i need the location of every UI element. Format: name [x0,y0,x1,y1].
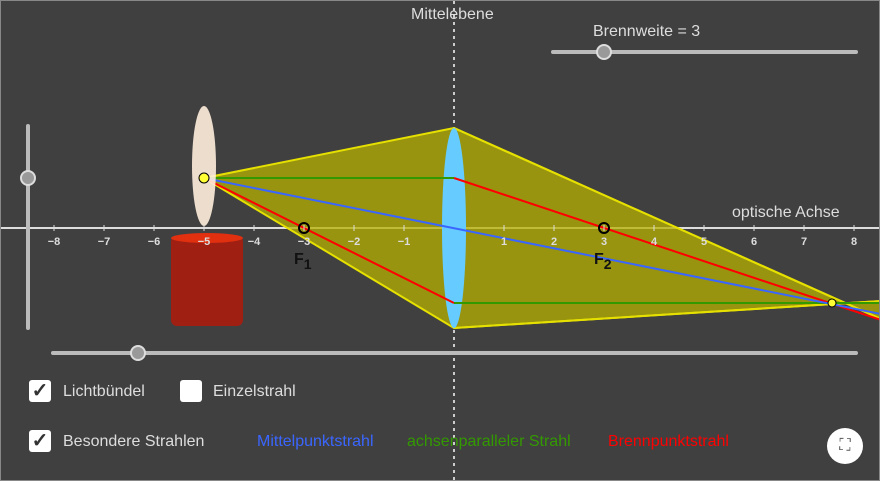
axis-tick-label: −3 [298,236,311,248]
fullscreen-icon: ⛶ [839,437,851,454]
axis-tick-label: 3 [601,236,607,248]
einzelstrahl-label[interactable]: Einzelstrahl [213,383,296,400]
object-height-handle[interactable] [20,170,36,186]
image-point [827,298,837,308]
bundle-edge [453,300,879,329]
f1-sub: 1 [303,256,312,272]
axis-tick-label: −4 [248,236,261,248]
axis-tick-label: −8 [48,236,61,248]
focal-point-f2[interactable] [598,222,610,234]
axis-tick-label: 5 [701,236,707,248]
axis-tick-label: −7 [98,236,111,248]
f2-sub: 2 [603,256,612,272]
f2-label: F2 [594,251,612,271]
axis-tick-label: −5 [198,236,211,248]
focal-point-f1[interactable] [298,222,310,234]
candle-top [171,233,243,243]
f2-text: F [594,251,604,268]
axis-tick-label: 6 [751,236,757,248]
focal-ray [203,177,455,304]
legend-mittelpunktstrahl: Mittelpunktstrahl [257,433,374,450]
optical-axis-label: optische Achse [732,204,840,221]
besondere-strahlen-checkbox[interactable]: ✓ [29,430,51,452]
brennweite-handle[interactable] [596,44,612,60]
axis-tick-label: −2 [348,236,361,248]
object-point[interactable] [198,172,210,184]
brennweite-label: Brennweite = 3 [593,23,701,40]
object-distance-handle[interactable] [130,345,146,361]
legend-brennpunktstrahl: Brennpunktstrahl [608,433,729,450]
axis-tick-label: 7 [801,236,807,248]
flame-icon [192,106,216,226]
mittelebene-label: Mittelebene [411,6,494,23]
center-ray [203,177,879,315]
axis-tick-label: −6 [148,236,161,248]
f1-text: F [294,251,304,268]
axis-tick-label: 4 [651,236,658,248]
fullscreen-button[interactable]: ⛶ [827,428,863,464]
parallel-ray-refracted [453,177,879,321]
besondere-strahlen-label[interactable]: Besondere Strahlen [63,433,205,450]
bundle-edge [453,127,879,320]
axis-ticks: −8 −7 −6 −5 −4 −3 −2 −1 1 2 3 4 5 6 7 8 [48,225,857,248]
axis-tick-label: 8 [851,236,857,248]
lichtbuendel-label[interactable]: Lichtbündel [63,383,145,400]
legend-achsenparallel: achsenparalleler Strahl [407,433,571,450]
candle-icon [171,236,243,326]
einzelstrahl-checkbox[interactable] [180,380,202,402]
axis-tick-label: −1 [398,236,411,248]
f1-label: F1 [294,251,312,271]
axis-tick-label: 1 [501,236,507,248]
lichtbuendel-checkbox[interactable]: ✓ [29,380,51,402]
axis-tick-label: 2 [551,236,557,248]
